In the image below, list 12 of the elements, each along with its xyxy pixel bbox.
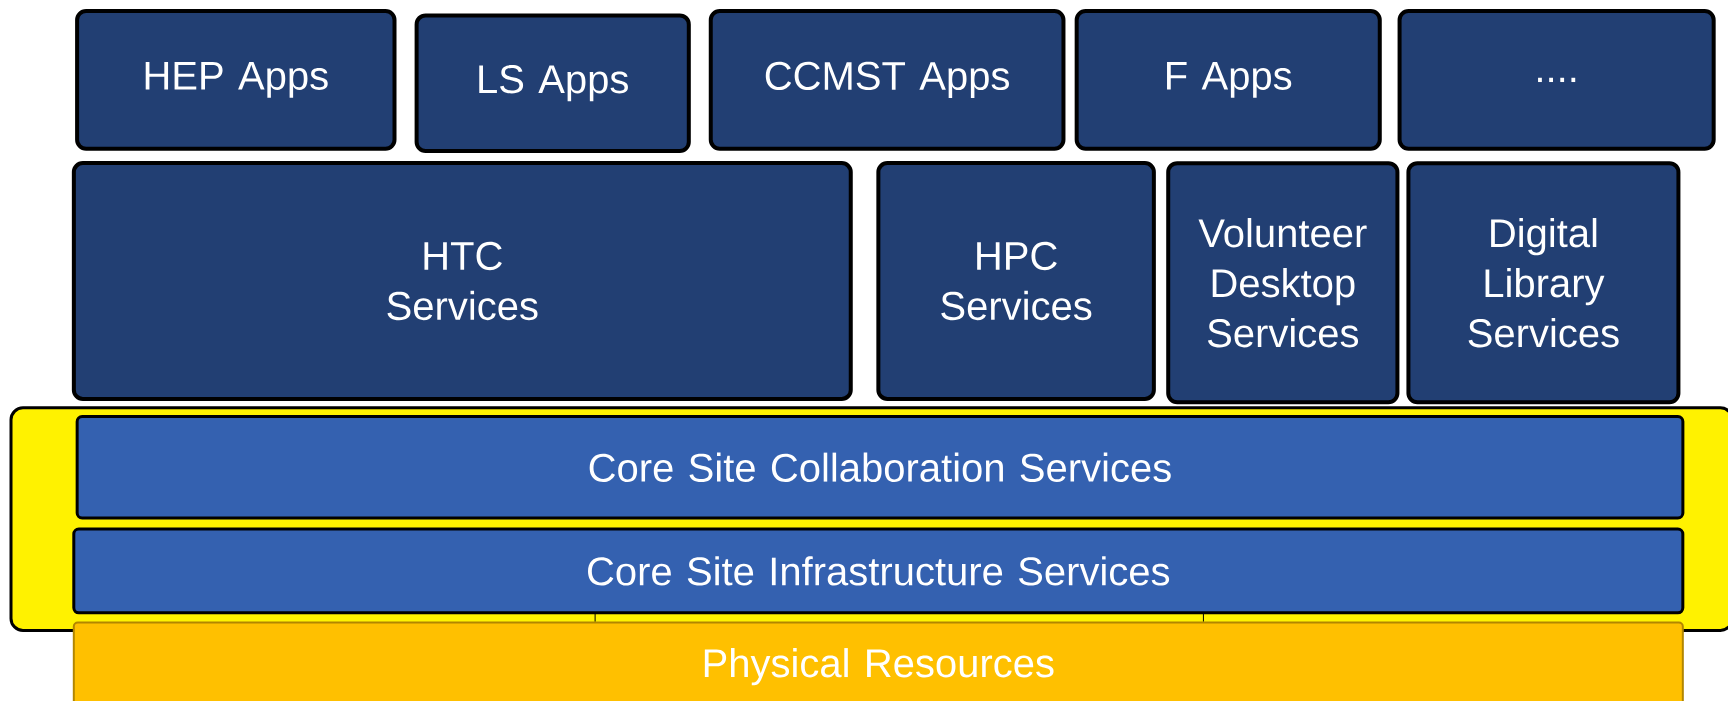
service-box: HPC Services — [876, 161, 1156, 401]
app-box: HEP Apps — [75, 9, 397, 151]
service-box: HTC Services — [71, 161, 853, 401]
service-box: Digital Library Services — [1406, 161, 1681, 405]
app-box: LS Apps — [414, 13, 691, 153]
layer-bar: Core Site Collaboration Services — [75, 415, 1685, 520]
app-box: CCMST Apps — [708, 9, 1066, 151]
layer-bar: Core Site Infrastructure Services — [72, 527, 1685, 615]
service-box: Volunteer Desktop Services — [1166, 161, 1400, 405]
layer-bar: Physical Resources — [72, 621, 1684, 701]
app-box: .... — [1397, 9, 1716, 151]
app-box: F Apps — [1074, 9, 1382, 151]
